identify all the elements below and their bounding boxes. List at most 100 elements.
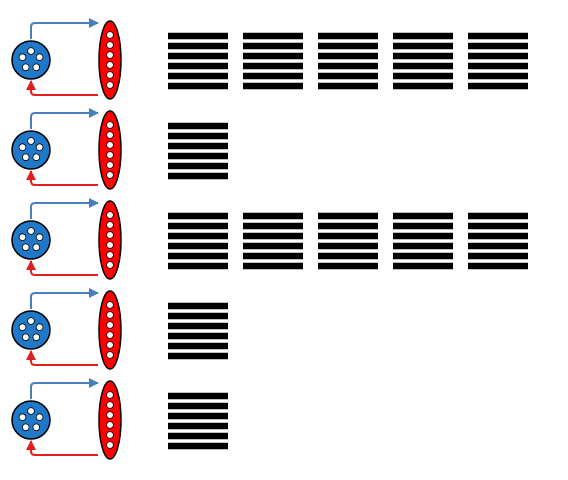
- stripe: [318, 222, 378, 230]
- ellipse-hole: [106, 211, 114, 219]
- stripe: [393, 222, 453, 230]
- stripe: [168, 422, 228, 430]
- disc-hole: [32, 153, 41, 162]
- stripe: [468, 32, 528, 40]
- stripe: [168, 82, 228, 90]
- disc-hole: [21, 153, 30, 162]
- ellipse-hole: [106, 131, 114, 139]
- ellipse-hole: [106, 401, 114, 409]
- ellipse-hole: [106, 71, 114, 79]
- stripe: [243, 82, 303, 90]
- stripe: [168, 332, 228, 340]
- ellipse-body: [98, 380, 122, 460]
- stripe: [168, 232, 228, 240]
- stripe: [243, 72, 303, 80]
- disc-hole: [32, 243, 41, 252]
- stripe: [393, 82, 453, 90]
- ellipse-hole: [106, 421, 114, 429]
- disc-body: [11, 310, 51, 350]
- disc-hole: [32, 333, 41, 342]
- stripe: [468, 252, 528, 260]
- row-3: [11, 198, 528, 280]
- stripe: [393, 42, 453, 50]
- stripe: [168, 132, 228, 140]
- blue-disc-with-five-holes: [11, 310, 51, 350]
- disc-hole: [27, 317, 35, 325]
- ellipse-hole: [106, 341, 114, 349]
- stripe: [393, 62, 453, 70]
- rows-layer: [11, 18, 528, 460]
- stripe: [243, 262, 303, 270]
- stripe: [168, 172, 228, 180]
- stripe: [168, 312, 228, 320]
- stripe: [468, 62, 528, 70]
- stripe: [393, 32, 453, 40]
- stripe: [243, 42, 303, 50]
- black-stripe-block: [318, 212, 378, 270]
- black-stripe-block: [318, 32, 378, 90]
- disc-hole: [18, 143, 27, 152]
- red-ellipse-with-six-holes: [98, 200, 122, 280]
- disc-body: [11, 400, 51, 440]
- stripe: [468, 82, 528, 90]
- stripe: [243, 222, 303, 230]
- stripe: [318, 72, 378, 80]
- ellipse-hole: [106, 431, 114, 439]
- row-2: [11, 108, 228, 190]
- stripe: [168, 142, 228, 150]
- red-ellipse-with-six-holes: [98, 290, 122, 370]
- row-5: [11, 378, 228, 460]
- ellipse-hole: [106, 251, 114, 259]
- stripe: [168, 442, 228, 450]
- blue-forward-arrow: [30, 108, 99, 129]
- disc-hole: [27, 227, 35, 235]
- stripe: [168, 302, 228, 310]
- black-stripe-block: [243, 212, 303, 270]
- disc-hole: [35, 323, 44, 332]
- stripe: [318, 82, 378, 90]
- disc-hole: [27, 47, 35, 55]
- stripe: [468, 262, 528, 270]
- stripe: [393, 262, 453, 270]
- disc-body: [11, 220, 51, 260]
- black-stripe-block: [168, 122, 228, 180]
- disc-hole: [18, 413, 27, 422]
- ellipse-hole: [106, 171, 114, 179]
- stripe: [168, 252, 228, 260]
- ellipse-hole: [106, 311, 114, 319]
- stripe: [168, 412, 228, 420]
- stripe: [168, 42, 228, 50]
- stripe: [468, 52, 528, 60]
- red-return-arrow: [26, 260, 98, 276]
- stripe: [168, 222, 228, 230]
- black-stripe-block: [168, 32, 228, 90]
- blue-forward-arrow: [30, 18, 99, 39]
- blue-forward-arrow: [30, 288, 99, 309]
- row-1: [11, 18, 528, 100]
- ellipse-hole: [106, 231, 114, 239]
- disc-hole: [18, 233, 27, 242]
- stripe: [393, 72, 453, 80]
- black-stripe-block: [168, 302, 228, 360]
- stripe: [243, 52, 303, 60]
- ellipse-body: [98, 200, 122, 280]
- disc-hole: [32, 63, 41, 72]
- stripe: [168, 402, 228, 410]
- stripe: [318, 252, 378, 260]
- ellipse-hole: [106, 141, 114, 149]
- disc-hole: [21, 333, 30, 342]
- disc-hole: [35, 413, 44, 422]
- ellipse-hole: [106, 81, 114, 89]
- stripe: [318, 42, 378, 50]
- stripe: [318, 262, 378, 270]
- ellipse-hole: [106, 411, 114, 419]
- disc-body: [11, 130, 51, 170]
- red-return-arrow: [26, 170, 98, 186]
- stripe: [318, 32, 378, 40]
- stripe: [168, 322, 228, 330]
- red-ellipse-with-six-holes: [98, 20, 122, 100]
- black-stripe-block: [468, 212, 528, 270]
- stripe: [393, 52, 453, 60]
- stripe: [393, 232, 453, 240]
- blue-disc-with-five-holes: [11, 400, 51, 440]
